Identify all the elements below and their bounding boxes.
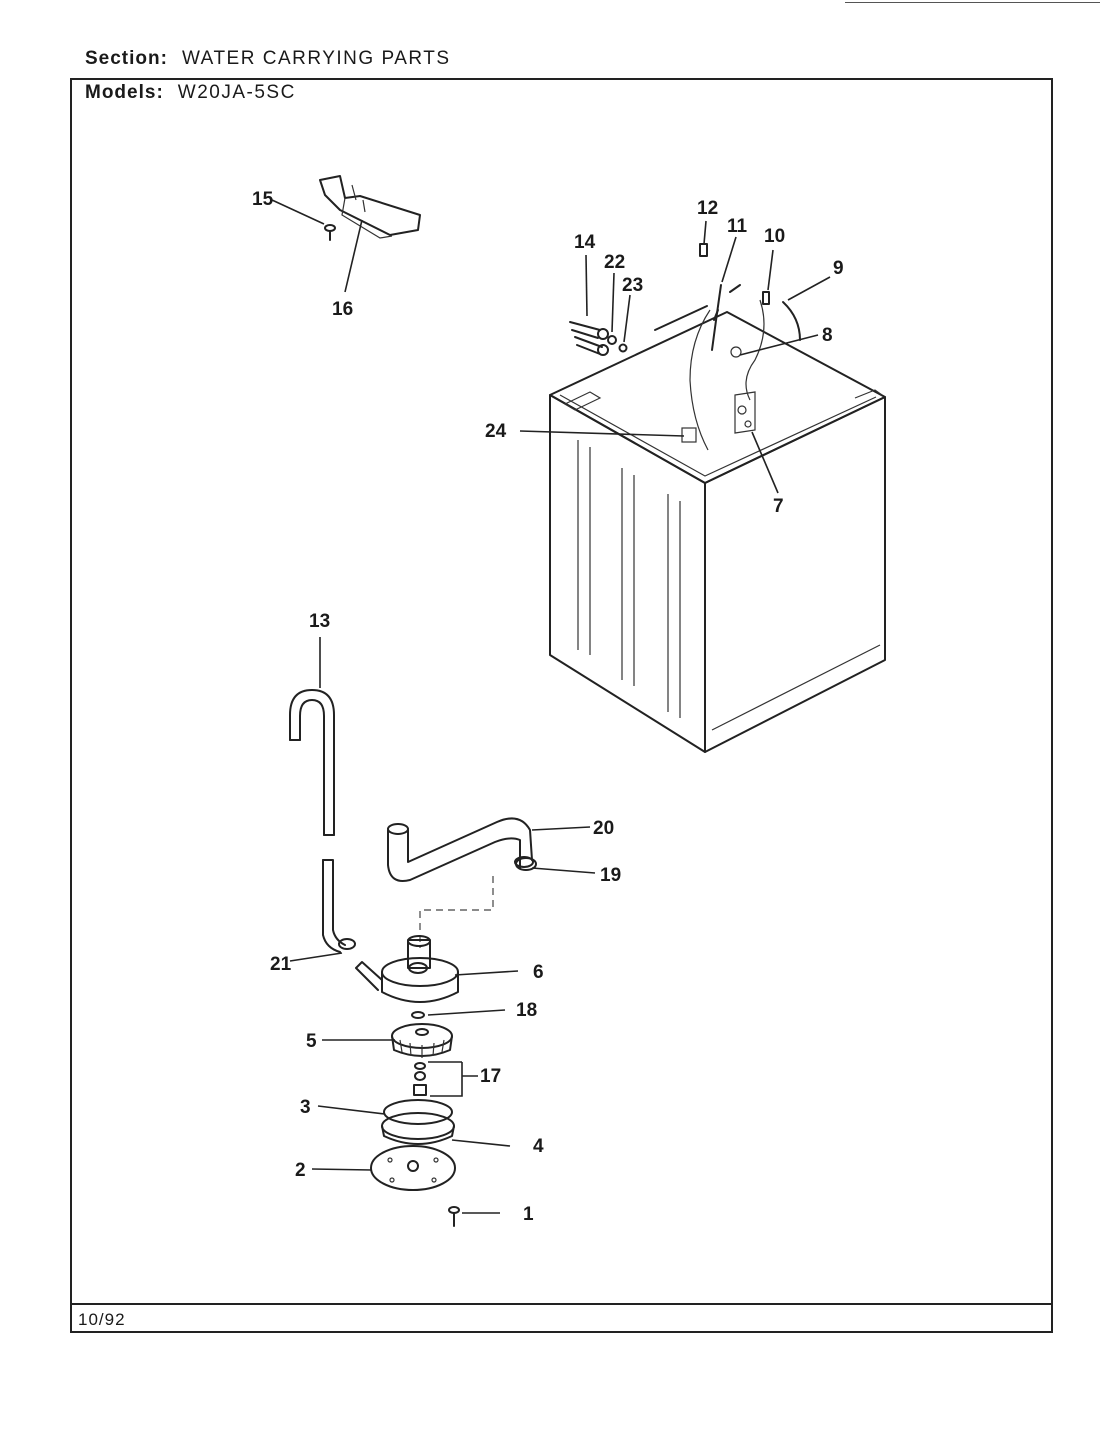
callout-20: 20 <box>593 818 614 839</box>
diagram-frame <box>70 78 1053 1333</box>
assembly-guide-line <box>419 876 494 948</box>
callout-19: 19 <box>600 865 621 886</box>
callout-leader-lines <box>271 199 831 1214</box>
callout-4: 4 <box>533 1136 544 1157</box>
models-heading: Models: W20JA-5SC <box>85 82 296 104</box>
drain-hose-13 <box>289 689 346 953</box>
bolts-washers <box>569 321 628 356</box>
callout-17: 17 <box>480 1066 501 1087</box>
impeller-part-5 <box>391 1023 453 1058</box>
screw-part-15 <box>324 224 336 241</box>
callout-6: 6 <box>533 962 544 983</box>
callout-21: 21 <box>270 954 292 975</box>
callout-22: 22 <box>604 252 625 273</box>
callout-10: 10 <box>764 226 785 247</box>
mounting-plate-2 <box>370 1145 456 1191</box>
callout-24: 24 <box>485 421 507 442</box>
screw-part-1 <box>448 1206 460 1227</box>
callout-7: 7 <box>773 496 784 517</box>
section-label: Section: <box>85 48 168 69</box>
callout-16: 16 <box>332 299 353 320</box>
section-heading: Section: WATER CARRYING PARTS <box>85 48 451 70</box>
footer-divider <box>70 1303 1053 1305</box>
top-edge-line <box>845 2 1100 3</box>
washer-cabinet <box>549 284 886 753</box>
pump-part-6 <box>338 935 459 1003</box>
callout-14: 14 <box>574 232 596 253</box>
callout-3: 3 <box>300 1097 311 1118</box>
models-label: Models: <box>85 82 164 103</box>
seal-18 <box>411 1011 425 1019</box>
small-parts-17 <box>413 1062 427 1096</box>
models-value: W20JA-5SC <box>177 82 296 103</box>
callout-11: 11 <box>727 216 748 237</box>
callout-15: 15 <box>252 189 274 210</box>
callout-13: 13 <box>309 611 330 632</box>
callout-12: 12 <box>697 198 718 219</box>
callout-23: 23 <box>622 275 643 296</box>
callout-5: 5 <box>306 1031 317 1052</box>
pump-cover-parts <box>381 1099 455 1145</box>
callout-numbers: 1 2 3 4 5 6 7 8 9 10 11 12 13 14 15 16 1… <box>252 189 844 1225</box>
clamp-19 <box>514 856 534 868</box>
callout-18: 18 <box>516 1000 537 1021</box>
drain-hose-20 <box>387 817 537 882</box>
section-value: WATER CARRYING PARTS <box>181 48 451 69</box>
callout-8: 8 <box>822 325 833 346</box>
callout-1: 1 <box>523 1204 534 1225</box>
footer-date: 10/92 <box>78 1310 126 1329</box>
callout-2: 2 <box>295 1160 306 1181</box>
hose-clamp-parts <box>699 243 801 351</box>
callout-9: 9 <box>833 258 844 279</box>
